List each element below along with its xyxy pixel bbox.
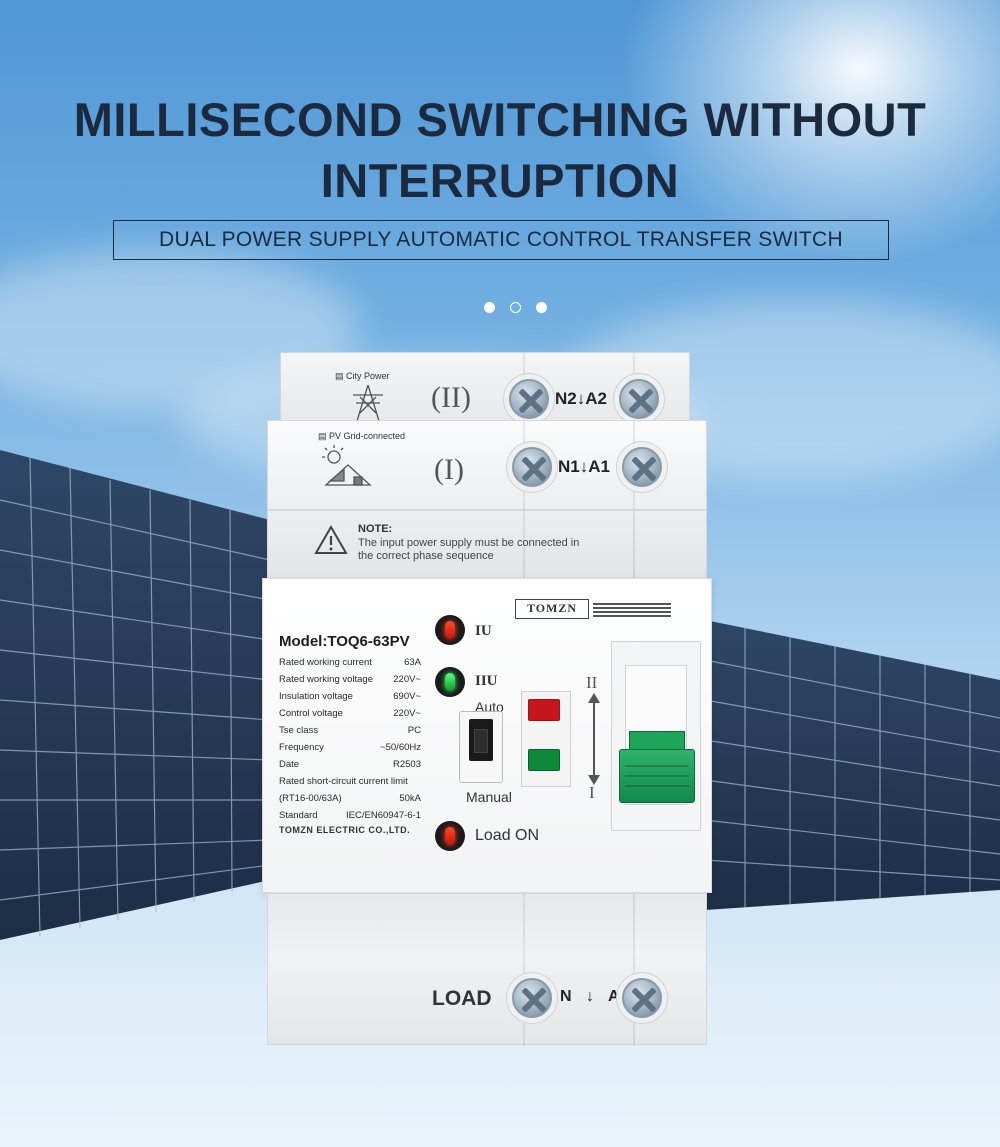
source2-roman: (II) xyxy=(431,381,471,414)
carousel-dot[interactable] xyxy=(484,302,495,313)
warning-icon xyxy=(314,525,348,554)
led-iiu-indicator xyxy=(435,667,465,697)
note-title: NOTE: xyxy=(358,523,393,535)
load-n-label: N xyxy=(560,988,572,1005)
solar-house-icon xyxy=(322,445,372,486)
breaker-handle[interactable] xyxy=(619,749,695,803)
transfer-switch-device: ▤ City Power (II) N2↓A2 ▤ PV Grid-connec… xyxy=(262,352,712,1052)
manual-label: Manual xyxy=(466,789,512,805)
headline-line1: MILLISECOND SWITCHING WITHOUT xyxy=(73,93,927,146)
sun-glare xyxy=(600,0,1000,280)
power-tower-icon xyxy=(353,384,383,422)
source2-terminal: N2↓A2 xyxy=(555,389,607,408)
source1-module: ▤ PV Grid-connected (I) N1↓A1 xyxy=(267,420,707,511)
source1-terminal: N1↓A1 xyxy=(558,457,610,476)
mode-selector-knob xyxy=(474,729,488,753)
solar-panel-image xyxy=(0,450,1000,940)
load-on-label: Load ON xyxy=(475,827,540,844)
screw-icon xyxy=(622,447,662,487)
led-iu-label: IU xyxy=(475,623,492,639)
carousel-dots xyxy=(484,302,548,316)
led-iu-indicator xyxy=(435,615,465,645)
screw-icon xyxy=(619,379,659,419)
load-module: LOAD N ↓ A xyxy=(267,893,707,1046)
breaker-handle-cap xyxy=(629,731,685,751)
headline-line2: INTERRUPTION xyxy=(320,154,680,207)
red-button[interactable] xyxy=(528,699,560,721)
screw-icon xyxy=(512,978,552,1018)
arrow-shaft xyxy=(593,699,595,777)
carousel-dot-active[interactable] xyxy=(510,302,521,313)
subtitle-box: DUAL POWER SUPPLY AUTOMATIC CONTROL TRAN… xyxy=(113,220,889,260)
note-text: The input power supply must be connected… xyxy=(358,537,580,562)
source2-module: ▤ City Power (II) N2↓A2 xyxy=(280,352,690,433)
handle-rib xyxy=(625,775,689,777)
load-a-label: A xyxy=(608,988,620,1005)
source1-label: ▤ PV Grid-connected xyxy=(318,431,406,441)
company-name: TOMZN ELECTRIC CO.,LTD. xyxy=(279,825,411,835)
arrow-down-icon xyxy=(588,775,600,785)
source1-roman: (I) xyxy=(434,453,464,486)
position-i-label: I xyxy=(589,783,595,802)
led-load-indicator xyxy=(435,821,465,851)
carousel-dot[interactable] xyxy=(536,302,547,313)
handle-rib xyxy=(625,785,689,787)
note-panel: NOTE: The input power supply must be con… xyxy=(267,510,707,581)
arrow-up-icon xyxy=(588,693,600,703)
model-label: Model:TOQ6-63PV xyxy=(279,633,410,650)
front-panel: TOMZN Model:TOQ6-63PV Rated working curr… xyxy=(262,578,712,893)
handle-rib xyxy=(625,765,689,767)
led-iiu-label: IIU xyxy=(475,673,498,689)
load-label: LOAD xyxy=(432,987,492,1010)
screw-icon xyxy=(509,379,549,419)
screw-icon xyxy=(622,978,662,1018)
brand-logo: TOMZN xyxy=(515,599,589,619)
screw-icon xyxy=(512,447,552,487)
brand-lines xyxy=(593,603,671,617)
load-arrow: ↓ xyxy=(586,988,594,1005)
position-ii-label: II xyxy=(586,673,598,692)
source2-label: ▤ City Power xyxy=(335,371,390,381)
green-button[interactable] xyxy=(528,749,560,771)
